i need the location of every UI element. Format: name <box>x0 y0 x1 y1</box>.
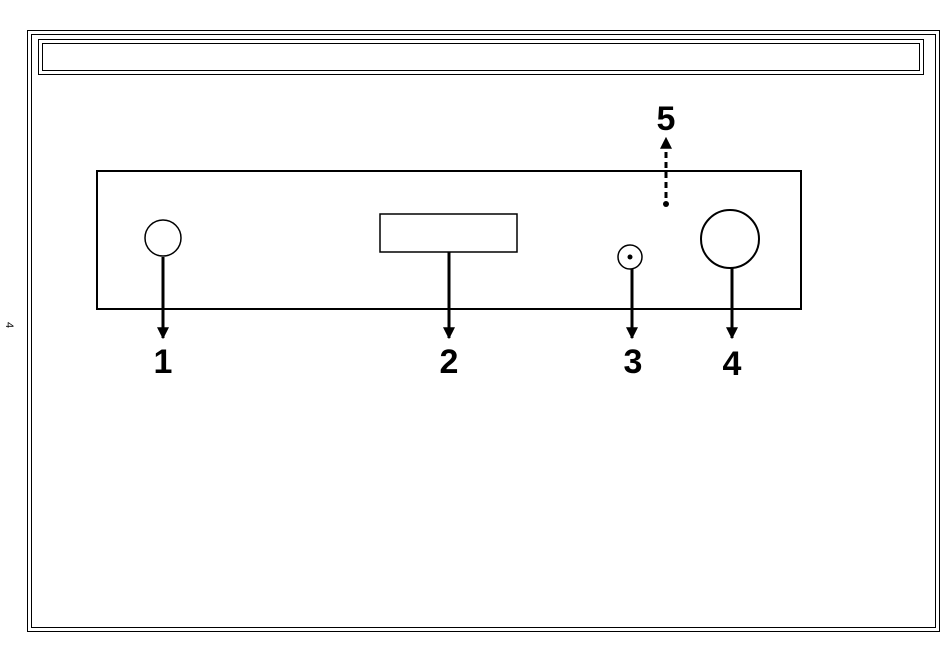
callout-label-5: 5 <box>657 100 676 138</box>
callout-label-2: 2 <box>440 343 459 381</box>
round-button <box>145 220 181 256</box>
callout-label-3: 3 <box>624 343 643 381</box>
large-knob <box>701 210 759 268</box>
indicator-dot <box>663 201 669 207</box>
callout-label-1: 1 <box>154 343 173 381</box>
small-jack-center <box>628 255 633 260</box>
callout-label-4: 4 <box>723 345 742 383</box>
display-window <box>380 214 517 252</box>
